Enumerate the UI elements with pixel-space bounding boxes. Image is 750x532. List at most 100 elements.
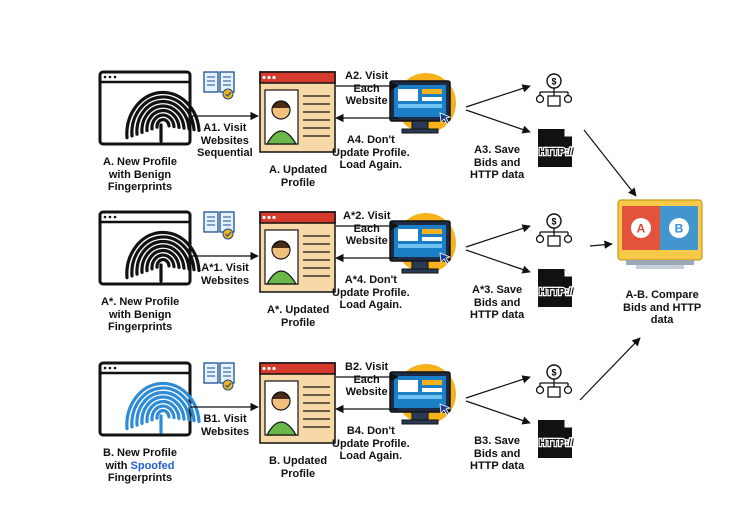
- screen-bar: [422, 388, 442, 392]
- browser-dot: [103, 215, 107, 219]
- http-text: HTTP://: [539, 438, 574, 449]
- compare-stand: [626, 260, 694, 265]
- visit-each-label-line: B2. Visit: [345, 361, 389, 373]
- computer-monitor-icon: [389, 73, 456, 134]
- web-page-left: [203, 211, 219, 233]
- fingerprint-ridge: [150, 113, 176, 131]
- fingerprint-ridge: [140, 244, 186, 274]
- screen-bar: [422, 229, 442, 234]
- updated-label-line: A. Updated: [269, 164, 328, 176]
- visit-each-label-line: Website: [345, 386, 388, 398]
- browser-dot: [103, 366, 107, 370]
- computer-base: [401, 128, 439, 134]
- http-document-icon: HTTP://: [538, 269, 575, 307]
- badge-b-circle: [669, 218, 689, 238]
- save-label-line: B3. Save: [474, 435, 521, 447]
- visit-label-line: A*1. Visit: [201, 262, 249, 274]
- http-doc-fold: [563, 269, 572, 278]
- save-label-line: Bids and: [473, 156, 521, 169]
- save-label-line: HTTP data: [470, 309, 525, 321]
- save-label-line: A*3. Save: [472, 284, 523, 296]
- visit-each-label-line: Each: [353, 373, 380, 386]
- profile-dot: [262, 366, 266, 371]
- arrow-to-http: [465, 249, 531, 274]
- dollar-sign: $: [551, 77, 556, 87]
- visit-each-label-line: Each: [353, 82, 380, 95]
- fingerprint-ridge: [145, 399, 181, 424]
- bid-coin: [535, 385, 545, 395]
- profile-header: [259, 71, 336, 84]
- badge-b-text: B: [675, 222, 684, 236]
- arrow-to-bids: [465, 84, 531, 108]
- screen-bar: [422, 89, 442, 94]
- fingerprint-ridge: [155, 409, 171, 420]
- visit-each-label-line: A*2. Visit: [343, 210, 391, 222]
- screen-block: [398, 380, 418, 392]
- updated-label-line: A*. Updated: [267, 304, 330, 316]
- profile-label-line: with Benign: [108, 168, 172, 181]
- fingerprint-ridge: [125, 381, 201, 431]
- screen-block: [398, 89, 418, 101]
- profile-label-line: B. New Profile: [103, 447, 177, 459]
- updated-label-line: Profile: [280, 467, 316, 480]
- browser-dot: [103, 75, 107, 79]
- screen-bar: [422, 380, 442, 385]
- fingerprint-ridge: [150, 253, 176, 271]
- save-label-line: Bids and: [473, 447, 521, 460]
- fingerprint-ridge: [125, 230, 201, 280]
- profile-dot: [272, 366, 276, 371]
- bid-coin: [563, 94, 573, 104]
- reload-label-line: A*4. Don't: [344, 274, 397, 286]
- check-badge: [222, 88, 234, 100]
- save-label-line: HTTP data: [470, 460, 525, 472]
- compare-label-line: Bids and HTTP: [623, 301, 702, 314]
- profile-dot: [272, 75, 276, 80]
- fingerprint-ridge: [155, 258, 171, 269]
- browser-dot: [113, 75, 117, 79]
- arrow-compare-astar: [589, 240, 613, 249]
- visit-label-line: A1. Visit: [203, 122, 247, 134]
- updated-label-line: B. Updated: [269, 455, 328, 467]
- profile-label-line: Fingerprints: [108, 321, 173, 333]
- badge-a-text: A: [637, 222, 646, 236]
- arrow-compare-b: [579, 337, 641, 401]
- bid-box: [547, 235, 561, 247]
- screen-bar: [398, 395, 442, 399]
- http-doc-fold: [563, 129, 572, 138]
- screen-block: [398, 229, 418, 241]
- http-doc-fold: [563, 420, 572, 429]
- save-label-line: Bids and: [473, 296, 521, 309]
- profile-card-icon: [259, 71, 336, 153]
- bid-box: [547, 386, 561, 398]
- browser-dot: [113, 366, 117, 370]
- profile-label-line: A. New Profile: [103, 156, 177, 168]
- compare-base: [636, 265, 684, 269]
- reload-label-line: Load Again.: [339, 450, 403, 462]
- http-document: [538, 420, 572, 458]
- profile-header: [259, 211, 336, 224]
- computer-stand: [411, 411, 429, 421]
- visit-label-line: B1. Visit: [203, 413, 247, 425]
- browser-dot: [108, 366, 112, 370]
- computer-base: [401, 419, 439, 425]
- bid-box: [547, 95, 561, 107]
- person-body: [265, 421, 298, 436]
- dollar-sign: $: [551, 368, 556, 378]
- updated-label-line: Profile: [280, 176, 316, 189]
- fingerprint-ridge: [135, 239, 191, 276]
- dollar-sign: $: [551, 217, 556, 227]
- bid-coin: [535, 234, 545, 244]
- screen-bar: [422, 237, 442, 241]
